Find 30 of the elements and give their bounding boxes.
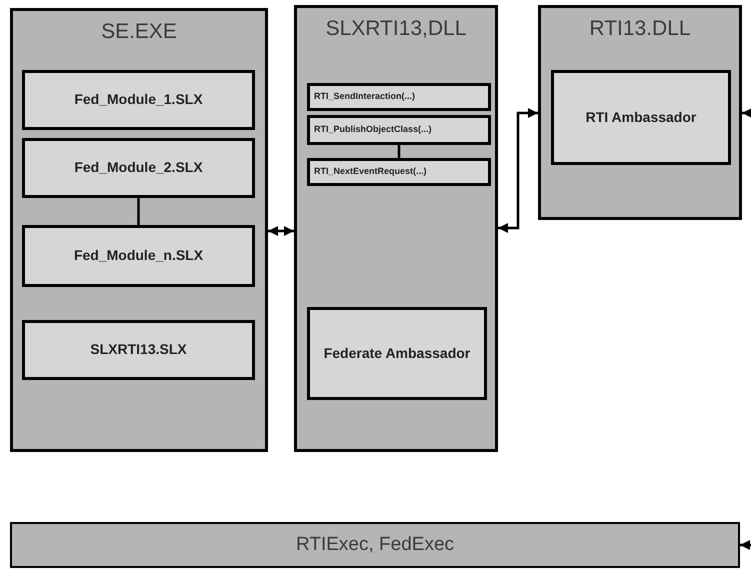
box-label: Fed_Module_1.SLX bbox=[73, 91, 204, 109]
box-label: RTI_SendInteraction(...) bbox=[314, 90, 416, 104]
connector-arrow bbox=[740, 540, 751, 550]
container-box bbox=[538, 5, 742, 220]
container-title: SLXRTI13,DLL bbox=[326, 16, 466, 42]
container-box bbox=[294, 5, 498, 452]
box-label: Federate Ambassador bbox=[322, 344, 472, 362]
box-label: RTI Ambassador bbox=[584, 108, 698, 126]
module-box bbox=[551, 70, 731, 165]
module-box bbox=[22, 70, 255, 130]
module-box bbox=[307, 307, 487, 400]
module-box bbox=[22, 138, 255, 198]
box-label: RTI_PublishObjectClass(...) bbox=[314, 123, 432, 136]
module-box bbox=[22, 225, 255, 287]
connector-arrow bbox=[268, 226, 294, 236]
box-label: RTIExec, FedExec bbox=[296, 532, 454, 557]
box-label: Fed_Module_2.SLX bbox=[73, 159, 204, 177]
connector-arrow bbox=[498, 108, 538, 233]
function-box bbox=[307, 83, 491, 111]
module-box bbox=[22, 320, 255, 380]
container-box bbox=[10, 8, 268, 452]
exec-bar bbox=[10, 522, 740, 568]
box-label: SLXRTI13.SLX bbox=[89, 341, 188, 359]
function-box bbox=[307, 158, 491, 186]
box-label: RTI_NextEventRequest(...) bbox=[314, 165, 427, 178]
connector-arrow bbox=[742, 108, 751, 118]
box-label: Fed_Module_n.SLX bbox=[72, 247, 204, 265]
function-box bbox=[307, 115, 491, 145]
container-title: RTI13.DLL bbox=[589, 16, 691, 42]
container-title: SE.EXE bbox=[101, 19, 177, 45]
